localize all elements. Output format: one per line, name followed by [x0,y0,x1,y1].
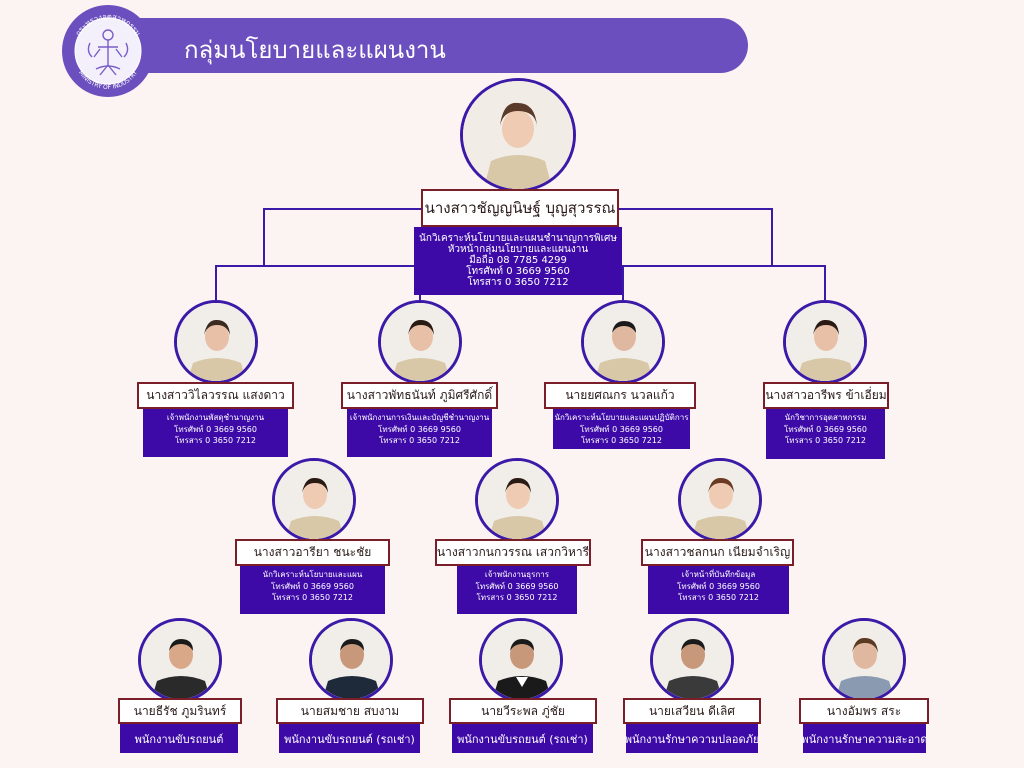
head-mobile: มือถือ 08 7785 4299 [469,255,567,266]
person-avatar-icon [177,303,255,381]
row3-name-0: นายธีรัช ภูมรินทร์ [118,698,242,724]
head-phone: โทรศัพท์ 0 3669 9560 [466,266,570,277]
row1-name-0: นางสาววิไลวรรณ แสงดาว [137,382,294,409]
row1-photo-3 [783,300,867,384]
row3-role-4: พนักงานรักษาความสะอาด [803,724,926,753]
row3-role-3: พนักงานรักษาความปลอดภัย [626,724,758,753]
head-title: หัวหน้ากลุ่มนโยบายและแผนงาน [447,244,589,255]
row1-info-3: นักวิชาการอุตสาหกรรมโทรศัพท์ 0 3669 9560… [766,409,885,459]
person-avatar-icon [786,303,864,381]
row1-photo-0 [174,300,258,384]
row3-role-0: พนักงานขับรถยนต์ [120,724,238,753]
row3-role-2: พนักงานขับรถยนต์ (รถเช่า) [452,724,593,753]
row2-photo-1 [475,458,559,542]
row3-photo-4 [822,618,906,702]
row2-photo-0 [272,458,356,542]
row2-photo-2 [678,458,762,542]
person-avatar-icon [653,621,731,699]
row3-name-3: นายเสวียน ดีเลิศ [623,698,761,724]
row2-name-0: นางสาวอารียา ชนะชัย [235,539,390,566]
page-title: กลุ่มนโยบายและแผนงาน [184,36,446,64]
person-avatar-icon [381,303,459,381]
row2-name-1: นางสาวกนกวรรณ เสวกวิหารี [435,539,591,566]
head-fax: โทรสาร 0 3650 7212 [467,277,569,288]
row3-photo-0 [138,618,222,702]
row1-photo-2 [581,300,665,384]
person-avatar-icon [681,461,759,539]
row2-name-2: นางสาวชลกนก เนียมจำเริญ [641,539,794,566]
row3-name-4: นางอัมพร สระ [799,698,929,724]
person-avatar-icon [825,621,903,699]
row1-info-0: เจ้าพนักงานพัสดุชำนาญงานโทรศัพท์ 0 3669 … [143,409,288,457]
row1-name-1: นางสาวพัทธนันท์ ภูมิศรีศักดิ์ [341,382,498,409]
ministry-seal: กระทรวงอุตสาหกรรม MINISTRY OF INDUSTRY [62,5,154,97]
head-info: นักวิเคราะห์นโยบายและแผนชำนาญการพิเศษ หั… [414,227,622,295]
head-photo [460,78,576,192]
person-avatar-icon [275,461,353,539]
row3-photo-1 [309,618,393,702]
header-bar [92,18,748,73]
row1-name-3: นางสาวอารีพร ข้าเอี่ยม [763,382,889,409]
row2-info-0: นักวิเคราะห์นโยบายและแผนโทรศัพท์ 0 3669 … [240,566,385,614]
row1-info-2: นักวิเคราะห์นโยบายและแผนปฏิบัติการโทรศัพ… [553,409,690,449]
head-position: นักวิเคราะห์นโยบายและแผนชำนาญการพิเศษ [419,233,617,244]
row2-info-2: เจ้าหน้าที่บันทึกข้อมูลโทรศัพท์ 0 3669 9… [648,566,789,614]
row3-role-1: พนักงานขับรถยนต์ (รถเช่า) [279,724,420,753]
row1-info-1: เจ้าพนักงานการเงินและบัญชีชำนาญงานโทรศัพ… [347,409,492,457]
person-avatar-icon [482,621,560,699]
row3-name-2: นายวีระพล ภู่ชัย [449,698,597,724]
person-avatar-icon [584,303,662,381]
row3-photo-2 [479,618,563,702]
person-avatar-icon [141,621,219,699]
person-avatar-icon [463,81,573,189]
row3-photo-3 [650,618,734,702]
person-avatar-icon [478,461,556,539]
row1-name-2: นายยศณกร นวลแก้ว [544,382,696,409]
row1-photo-1 [378,300,462,384]
row3-name-1: นายสมชาย สบงาม [276,698,424,724]
person-avatar-icon [312,621,390,699]
head-name: นางสาวชัญญนิษฐ์ บุญสุวรรณ [421,189,619,227]
